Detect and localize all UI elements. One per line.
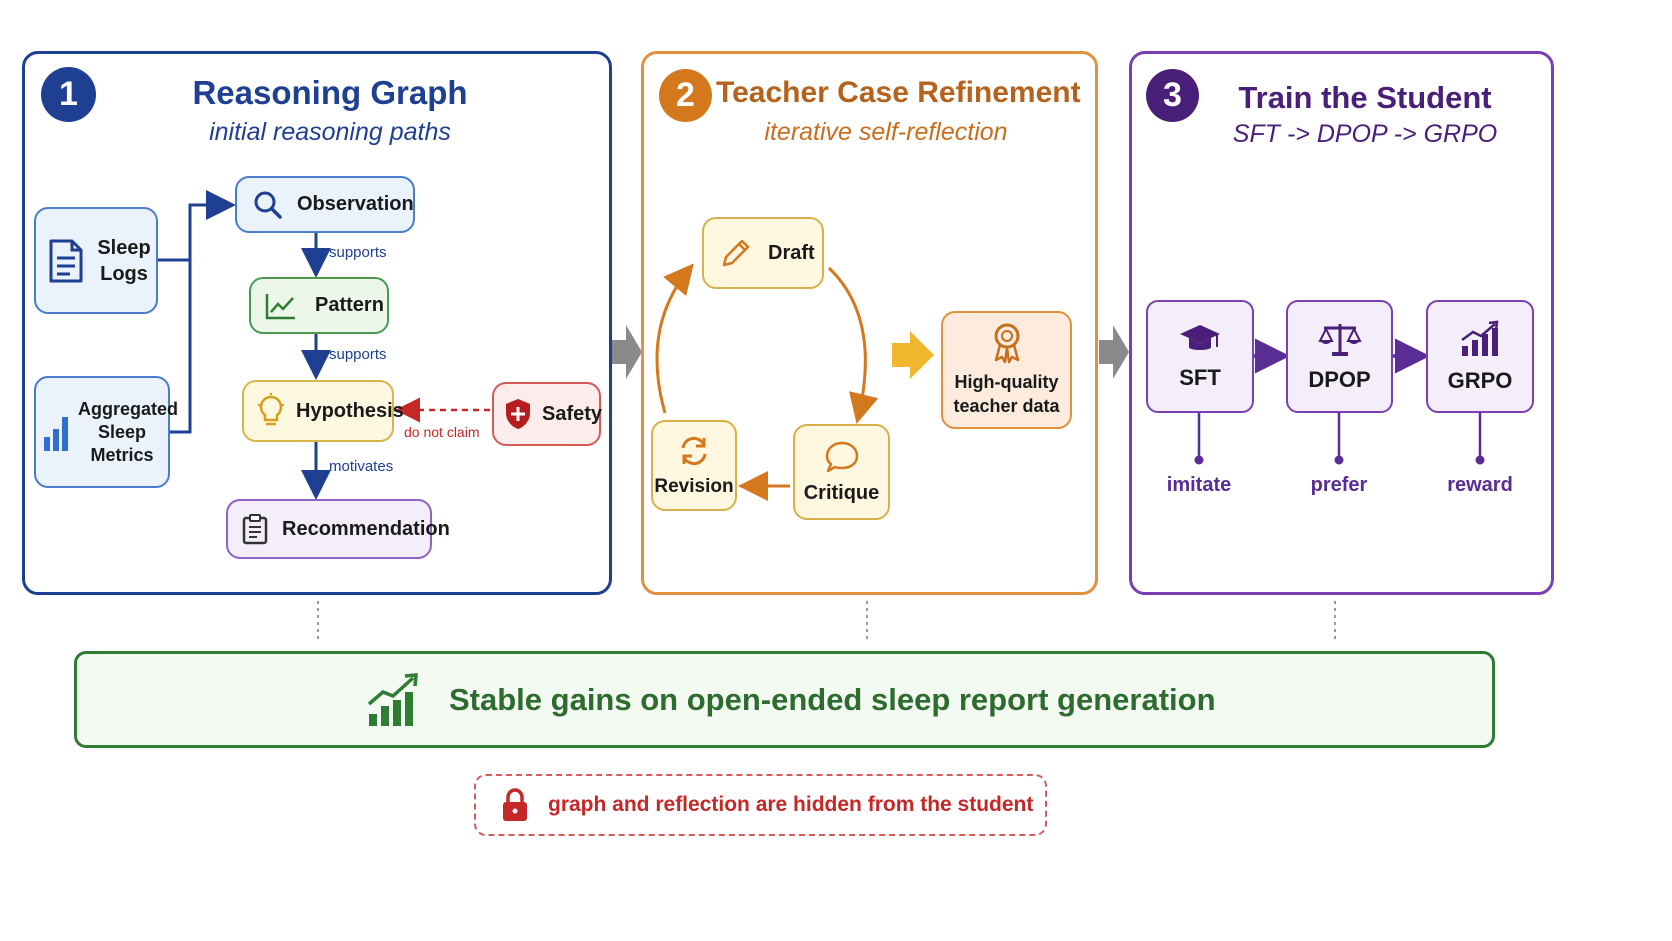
lock-icon — [503, 788, 527, 821]
supports-edge-label-2: supports — [329, 346, 387, 363]
sft-label: SFT — [1179, 364, 1221, 390]
graduation-cap-icon — [1180, 324, 1220, 350]
safety-node: Safety — [492, 382, 603, 446]
safety-label: Safety — [542, 402, 603, 425]
result-banner: Stable gains on open-ended sleep report … — [74, 651, 1495, 748]
dpop-label: DPOP — [1308, 366, 1371, 392]
critique-label: Critique — [803, 481, 880, 504]
draft-label: Draft — [768, 241, 815, 264]
panel-3-title: Train the Student — [1238, 80, 1492, 115]
panel-2-to-3-arrow — [1099, 325, 1129, 379]
reward-label: reward — [1447, 474, 1513, 496]
observation-node: Observation — [235, 176, 415, 233]
lightbulb-icon — [258, 393, 284, 426]
stage-sft-box: SFT — [1146, 300, 1254, 413]
magnifier-icon — [254, 191, 282, 219]
teacher-data-label: High-quality teacher data — [953, 372, 1060, 416]
sleep-logs-label: Sleep Logs — [97, 236, 151, 285]
sleep-logs-input: Sleep Logs — [34, 207, 158, 314]
imitate-label: imitate — [1166, 474, 1232, 496]
panel-1-title: Reasoning Graph — [192, 74, 468, 111]
growth-chart-icon — [1461, 320, 1499, 356]
pattern-node: Pattern — [249, 277, 389, 334]
train-student-panel — [1129, 51, 1554, 595]
teacher-refinement-panel — [641, 51, 1098, 595]
hypothesis-label: Hypothesis — [296, 399, 404, 422]
critique-node: Critique — [793, 424, 890, 520]
motivates-edge-label: motivates — [329, 458, 394, 475]
award-ribbon-icon — [994, 323, 1019, 364]
observation-label: Observation — [297, 193, 414, 215]
to-teacher-data-arrow — [892, 331, 934, 379]
teacher-data-output: High-quality teacher data — [941, 311, 1072, 429]
shield-plus-icon — [506, 399, 530, 429]
step-2-badge: 2 — [659, 69, 712, 122]
pattern-label: Pattern — [315, 294, 384, 316]
refresh-icon — [681, 436, 707, 465]
draft-node: Draft — [702, 217, 824, 289]
clipboard-icon — [242, 514, 268, 545]
line-chart-icon — [265, 293, 295, 319]
stage-grpo-box: GRPO — [1426, 300, 1534, 413]
scales-icon — [1317, 323, 1362, 356]
aggregated-metrics-label: Aggregated Sleep Metrics — [78, 398, 179, 465]
panel-1-subtitle: initial reasoning paths — [209, 118, 451, 146]
stage-dpop-box: DPOP — [1286, 300, 1393, 413]
grpo-label: GRPO — [1447, 367, 1513, 393]
speech-bubble-icon — [825, 441, 858, 472]
panel-2-subtitle: iterative self-reflection — [764, 118, 1008, 146]
do-not-claim-edge-label: do not claim — [404, 424, 480, 440]
prefer-label: prefer — [1310, 474, 1368, 496]
step-3-badge: 3 — [1146, 69, 1199, 122]
panel-2-title: Teacher Case Refinement — [716, 76, 1081, 109]
pencil-icon — [722, 239, 750, 267]
bar-chart-icon — [44, 417, 68, 451]
recommendation-node: Recommendation — [226, 499, 450, 559]
reasoning-graph-panel — [22, 51, 612, 595]
step-1-badge: 1 — [41, 67, 96, 122]
revision-label: Revision — [654, 475, 734, 497]
hidden-note-text: graph and reflection are hidden from the… — [548, 793, 1034, 816]
revision-node: Revision — [651, 420, 737, 511]
supports-edge-label-1: supports — [329, 244, 387, 261]
panel-3-subtitle: SFT -> DPOP -> GRPO — [1232, 120, 1498, 148]
recommendation-label: Recommendation — [282, 517, 450, 540]
result-text: Stable gains on open-ended sleep report … — [449, 681, 1216, 717]
hidden-info-note: graph and reflection are hidden from the… — [474, 774, 1047, 836]
document-icon — [49, 239, 83, 282]
trending-up-icon — [367, 672, 418, 726]
hypothesis-node: Hypothesis — [242, 380, 404, 442]
panel-1-to-2-arrow — [612, 325, 642, 379]
aggregated-sleep-metrics-input: Aggregated Sleep Metrics — [34, 376, 179, 488]
